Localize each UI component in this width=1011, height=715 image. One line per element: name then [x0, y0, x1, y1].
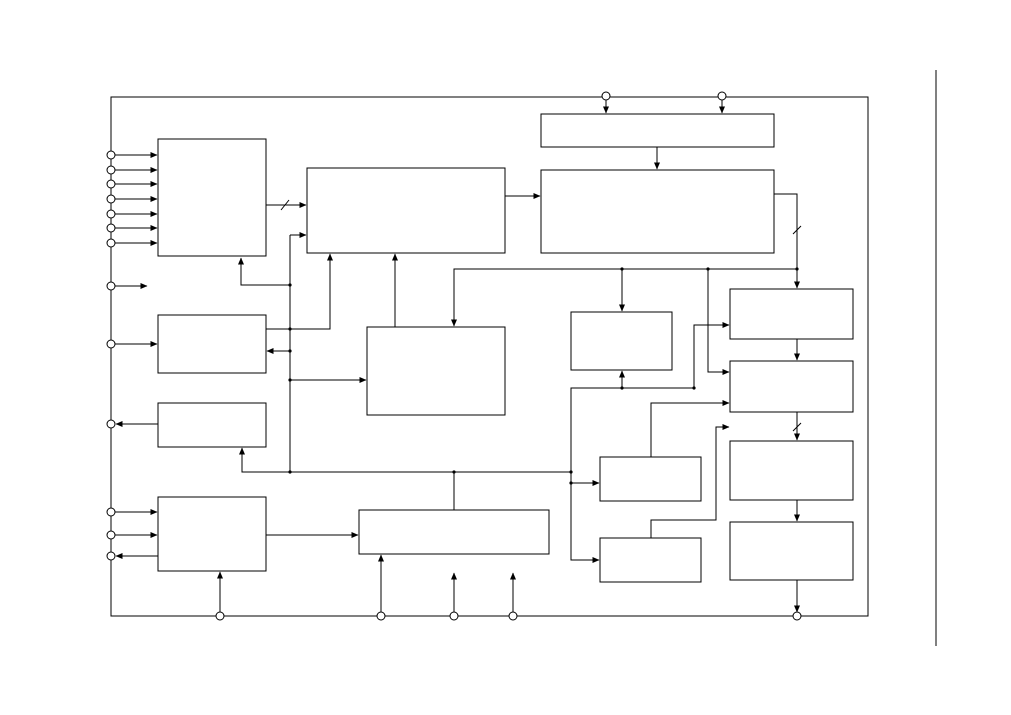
serial-interface-block	[157, 496, 267, 572]
top-pin-2	[717, 91, 727, 101]
output-driver-block	[157, 402, 267, 448]
right-stage-block-4	[729, 521, 854, 581]
upper-right-interface-block	[540, 113, 775, 148]
bottom-pin-2	[376, 611, 386, 621]
pin-markers	[106, 91, 802, 621]
bottom-pin-5	[792, 611, 802, 621]
left-pin-2	[106, 165, 116, 175]
left-pin-10	[106, 419, 116, 429]
left-pin-9	[106, 339, 116, 349]
left-pin-1	[106, 150, 116, 160]
left-pin-4	[106, 194, 116, 204]
lower-center-block	[358, 509, 550, 555]
bottom-pin-1	[215, 611, 225, 621]
left-pin-6	[106, 223, 116, 233]
input-interface-block	[157, 138, 267, 257]
junction-dots	[288, 267, 799, 485]
center-processor-block	[366, 326, 506, 416]
upper-right-main-block	[540, 169, 775, 254]
right-stage-block-3	[729, 440, 854, 501]
left-pin-8	[106, 281, 116, 291]
left-pin-11	[106, 507, 116, 517]
left-pin-12	[106, 530, 116, 540]
middle-right-block	[570, 311, 673, 371]
chip-outline	[110, 96, 869, 617]
left-pin-7	[106, 238, 116, 248]
bottom-pin-4	[508, 611, 518, 621]
right-stage-block-1	[729, 288, 854, 340]
connection-lines	[115, 100, 802, 613]
top-pin-1	[601, 91, 611, 101]
left-pin-5	[106, 209, 116, 219]
lower-right-small-block-b	[599, 537, 702, 583]
bottom-pin-3	[449, 611, 459, 621]
controller-core-block	[306, 167, 506, 254]
clock-block	[157, 314, 267, 374]
lower-right-small-block-a	[599, 456, 702, 502]
left-pin-13	[106, 551, 116, 561]
right-stage-block-2	[729, 360, 854, 413]
left-pin-3	[106, 179, 116, 189]
